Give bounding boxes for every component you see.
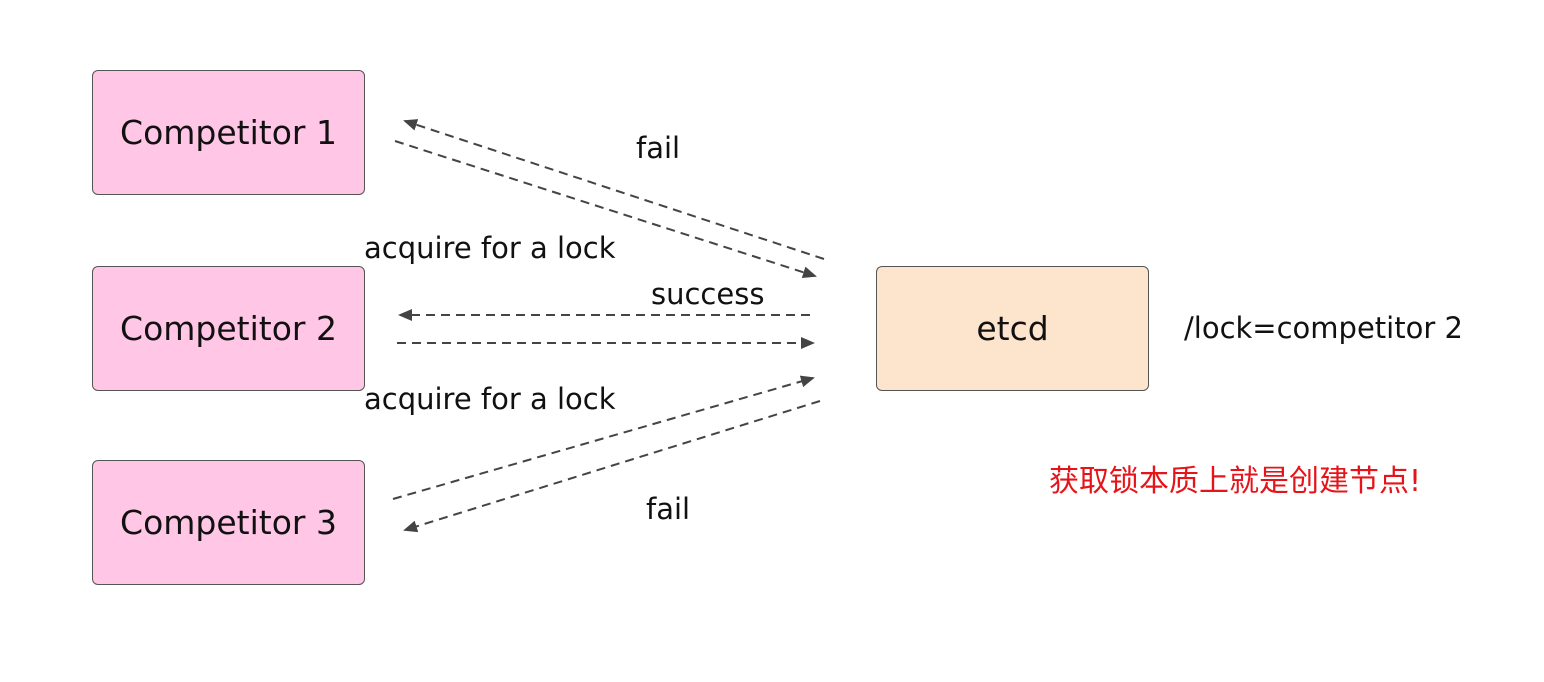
competitor-1-label: Competitor 1: [120, 113, 337, 152]
etcd-node: etcd: [876, 266, 1149, 391]
lock-key-label: /lock=competitor 2: [1184, 311, 1463, 345]
edge-label-success: success: [651, 277, 765, 311]
arrow-c1-to-etcd: [394, 140, 817, 279]
arrow-etcd-to-c3: [403, 400, 821, 533]
competitor-3-label: Competitor 3: [120, 503, 337, 542]
edge-label-fail-bottom: fail: [646, 492, 691, 526]
arrow-c3-to-etcd: [392, 375, 815, 500]
edge-label-fail-top: fail: [636, 131, 681, 165]
note-text: 获取锁本质上就是创建节点!: [1049, 464, 1422, 499]
competitor-1-node: Competitor 1: [92, 70, 365, 195]
competitor-2-label: Competitor 2: [120, 309, 337, 348]
competitor-3-node: Competitor 3: [92, 460, 365, 585]
etcd-label: etcd: [976, 309, 1049, 348]
competitor-2-node: Competitor 2: [92, 266, 365, 391]
edge-label-acquire-1: acquire for a lock: [364, 231, 616, 265]
edge-label-acquire-2: acquire for a lock: [364, 382, 616, 416]
arrow-etcd-to-c1: [403, 119, 825, 260]
